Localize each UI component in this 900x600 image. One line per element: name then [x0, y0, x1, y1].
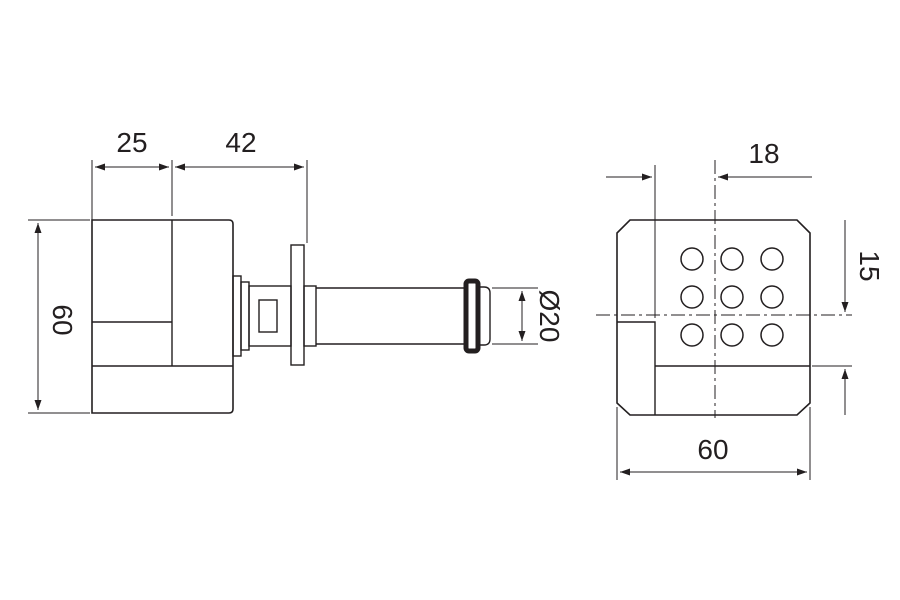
dim-15: 15: [812, 220, 885, 415]
nozzle-hole: [680, 247, 704, 271]
nozzle-hole: [720, 247, 744, 271]
connection-collar: [232, 275, 292, 357]
nozzle-hole: [720, 323, 744, 347]
nozzle-hole: [760, 323, 784, 347]
dim-42-label: 42: [225, 127, 256, 158]
nozzle-hole: [760, 247, 784, 271]
dim-25: 25: [91, 127, 173, 318]
spout-pipe: [316, 278, 491, 354]
dim-60-height-label: 60: [47, 304, 78, 335]
nozzle-hole: [680, 285, 704, 309]
dim-diameter-label: Ø20: [534, 290, 565, 343]
nozzle-hole: [760, 285, 784, 309]
dim-60-width-label: 60: [697, 434, 728, 465]
dim-42: 42: [175, 127, 308, 243]
body-block: [91, 219, 234, 414]
front-outline: [616, 219, 811, 416]
dim-60-width: 60: [616, 407, 811, 480]
dim-25-label: 25: [116, 127, 147, 158]
dim-diameter: Ø20: [492, 287, 565, 345]
flange: [290, 244, 317, 366]
o-ring: [463, 278, 481, 354]
side-view: 25 42 60 Ø20: [28, 127, 565, 414]
front-inner-step: [617, 321, 656, 415]
dim-60-height: 60: [28, 219, 90, 414]
nozzle-hole: [680, 323, 704, 347]
dim-15-label: 15: [854, 250, 885, 281]
nozzle-grid: [680, 247, 784, 347]
nozzle-hole: [720, 285, 744, 309]
dim-18-label: 18: [748, 138, 779, 169]
dim-18: 18: [606, 138, 812, 318]
front-view: 18 15 60: [596, 138, 885, 480]
